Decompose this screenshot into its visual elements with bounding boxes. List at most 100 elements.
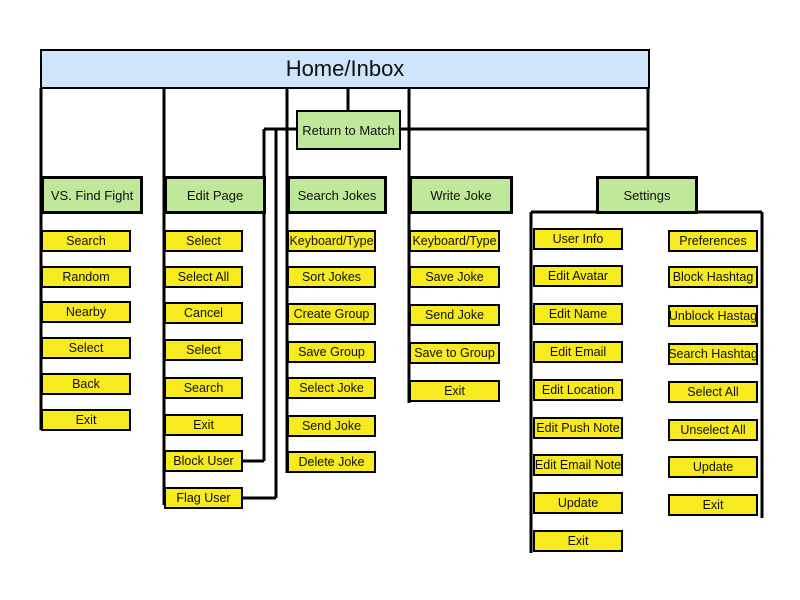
home-inbox-header: Home/Inbox [40, 49, 650, 89]
settings-left-item: Edit Avatar [533, 265, 623, 287]
write-joke-item-label: Keyboard/Type [412, 234, 497, 248]
return-to-match-box: Return to Match [296, 110, 401, 150]
search-jokes-item-label: Keyboard/Type [289, 234, 374, 248]
settings-right-item-label: Update [692, 460, 734, 474]
search-jokes-item: Select Joke [287, 377, 376, 399]
settings-left-item-label: Edit Email [549, 345, 607, 359]
write-joke-item: Save Joke [409, 266, 500, 288]
settings-right-item-label: Select All [687, 385, 739, 399]
settings-left-item: Edit Push Note [533, 417, 623, 439]
edit-page-item: Exit [164, 414, 243, 436]
edit-page-item: Search [164, 377, 243, 399]
settings-right-item-label: Exit [702, 498, 724, 512]
vs-item-label: Back [72, 377, 100, 391]
vs-item-label: Random [62, 270, 110, 284]
write-joke-item: Send Joke [409, 304, 500, 326]
edit-page-item-label: Block User [173, 454, 234, 468]
settings-right-item: Search Hashtag [668, 343, 758, 365]
vs-item: Select [41, 337, 131, 359]
search-jokes-item-label: Create Group [293, 307, 370, 321]
search-jokes-item: Keyboard/Type [287, 230, 376, 252]
edit-page-box: Edit Page [164, 176, 266, 214]
settings-left-item-label: Edit Push Note [536, 421, 620, 435]
write-joke-item-label: Save to Group [414, 346, 495, 360]
search-jokes-box: Search Jokes [287, 176, 387, 214]
write-joke-item: Save to Group [409, 342, 500, 364]
vs-item: Search [41, 230, 131, 252]
header-title: Home/Inbox [285, 56, 405, 81]
settings-box: Settings [596, 176, 698, 214]
edit-page-item: Flag User [164, 487, 243, 509]
edit-page-item: Select All [164, 266, 243, 288]
vs-find-fight-box: VS. Find Fight [41, 176, 143, 214]
search-jokes-item-label: Save Group [298, 345, 365, 359]
write-joke-item-label: Save Joke [425, 270, 484, 284]
search-jokes-item: Delete Joke [287, 451, 376, 473]
search-jokes-item-label: Delete Joke [298, 455, 365, 469]
edit-page-item: Select [164, 230, 243, 252]
vs-item-label: Select [68, 341, 104, 355]
search-jokes-label: Search Jokes [297, 187, 377, 203]
settings-left-item: Edit Location [533, 379, 623, 401]
settings-right-item-label: Unselect All [680, 423, 746, 437]
edit-page-item: Block User [164, 450, 243, 472]
search-jokes-item-label: Select Joke [299, 381, 364, 395]
settings-right-item-label: Search Hashtag [668, 347, 758, 361]
search-jokes-item-label: Send Joke [301, 419, 362, 433]
settings-left-item-label: Edit Name [548, 307, 608, 321]
vs-item: Back [41, 373, 131, 395]
write-joke-item-label: Send Joke [424, 308, 485, 322]
settings-left-item-label: Update [557, 496, 599, 510]
edit-page-item-label: Cancel [184, 306, 223, 320]
settings-right-item: Select All [668, 381, 758, 403]
settings-right-item: Unselect All [668, 419, 758, 441]
settings-left-item: Exit [533, 530, 623, 552]
vs-item: Exit [41, 409, 131, 431]
settings-right-item-label: Block Hashtag [672, 270, 754, 284]
settings-right-item-label: Unblock Hastag [668, 309, 758, 323]
settings-right-item-label: Preferences [679, 234, 747, 248]
settings-right-item: Exit [668, 494, 758, 516]
write-joke-box: Write Joke [409, 176, 513, 214]
edit-page-label: Edit Page [186, 187, 244, 203]
settings-right-item: Unblock Hastag [668, 305, 758, 327]
write-joke-item-label: Exit [444, 384, 465, 398]
return-to-match-label: Return to Match [302, 122, 395, 138]
settings-left-item: Edit Name [533, 303, 623, 325]
edit-page-item-label: Select All [177, 270, 230, 284]
edit-page-item-label: Flag User [176, 491, 231, 505]
search-jokes-item: Create Group [287, 303, 376, 325]
edit-page-item-label: Select [186, 234, 221, 248]
edit-page-item-label: Exit [193, 418, 214, 432]
settings-left-item-label: Exit [567, 534, 589, 548]
edit-page-item-label: Search [183, 381, 224, 395]
edit-page-item-label: Select [186, 343, 221, 357]
vs-find-fight-label: VS. Find Fight [50, 187, 134, 203]
vs-item-label: Search [66, 234, 106, 248]
vs-item: Random [41, 266, 131, 288]
vs-item-label: Nearby [65, 305, 107, 319]
settings-left-item: Edit Email [533, 341, 623, 363]
edit-page-item: Select [164, 339, 243, 361]
write-joke-item: Exit [409, 380, 500, 402]
settings-left-item: User Info [533, 228, 623, 250]
settings-right-item: Update [668, 456, 758, 478]
vs-item: Nearby [41, 301, 131, 323]
settings-left-item-label: User Info [552, 232, 604, 246]
settings-right-item: Block Hashtag [668, 266, 758, 288]
settings-left-item-label: Edit Location [541, 383, 615, 397]
write-joke-item: Keyboard/Type [409, 230, 500, 252]
settings-label: Settings [623, 187, 671, 203]
search-jokes-item-label: Sort Jokes [301, 270, 362, 284]
search-jokes-item: Sort Jokes [287, 266, 376, 288]
vs-item-label: Exit [75, 413, 97, 427]
search-jokes-item: Save Group [287, 341, 376, 363]
write-joke-label: Write Joke [430, 187, 492, 203]
search-jokes-item: Send Joke [287, 415, 376, 437]
settings-left-item-label: Edit Email Note [534, 458, 622, 472]
settings-left-item: Update [533, 492, 623, 514]
settings-left-item-label: Edit Avatar [547, 269, 609, 283]
edit-page-item: Cancel [164, 302, 243, 324]
